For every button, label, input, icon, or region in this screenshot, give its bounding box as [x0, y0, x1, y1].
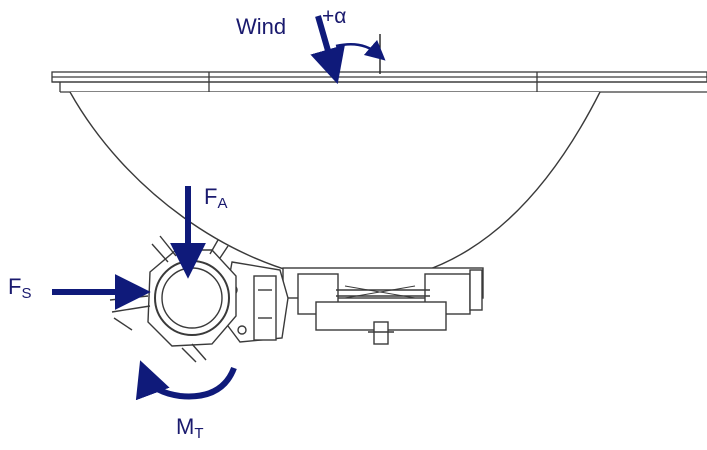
- wind-label: Wind: [236, 14, 287, 39]
- radome-rim: [51, 71, 707, 93]
- angle-label: +α: [322, 5, 347, 28]
- side-force-label: FS: [8, 274, 32, 302]
- side-force-subscript: S: [21, 285, 32, 302]
- wind-angle-indicator: [310, 15, 386, 85]
- torsion-label: MT: [176, 414, 204, 442]
- wind-arrow: [310, 15, 345, 85]
- side-force-symbol: F: [8, 274, 22, 299]
- torsion-subscript: T: [194, 425, 204, 442]
- pipe-clamp: [109, 235, 237, 363]
- axial-force-subscript: A: [217, 195, 228, 212]
- torsion-symbol: M: [176, 414, 195, 439]
- dish-reflector: [69, 91, 601, 283]
- axial-force-symbol: F: [204, 184, 218, 209]
- angle-arc-arrow: [335, 39, 386, 61]
- rear-mount: [282, 267, 484, 345]
- axial-force-label: FA: [204, 184, 228, 212]
- torsion-moment-arrow: [135, 360, 237, 401]
